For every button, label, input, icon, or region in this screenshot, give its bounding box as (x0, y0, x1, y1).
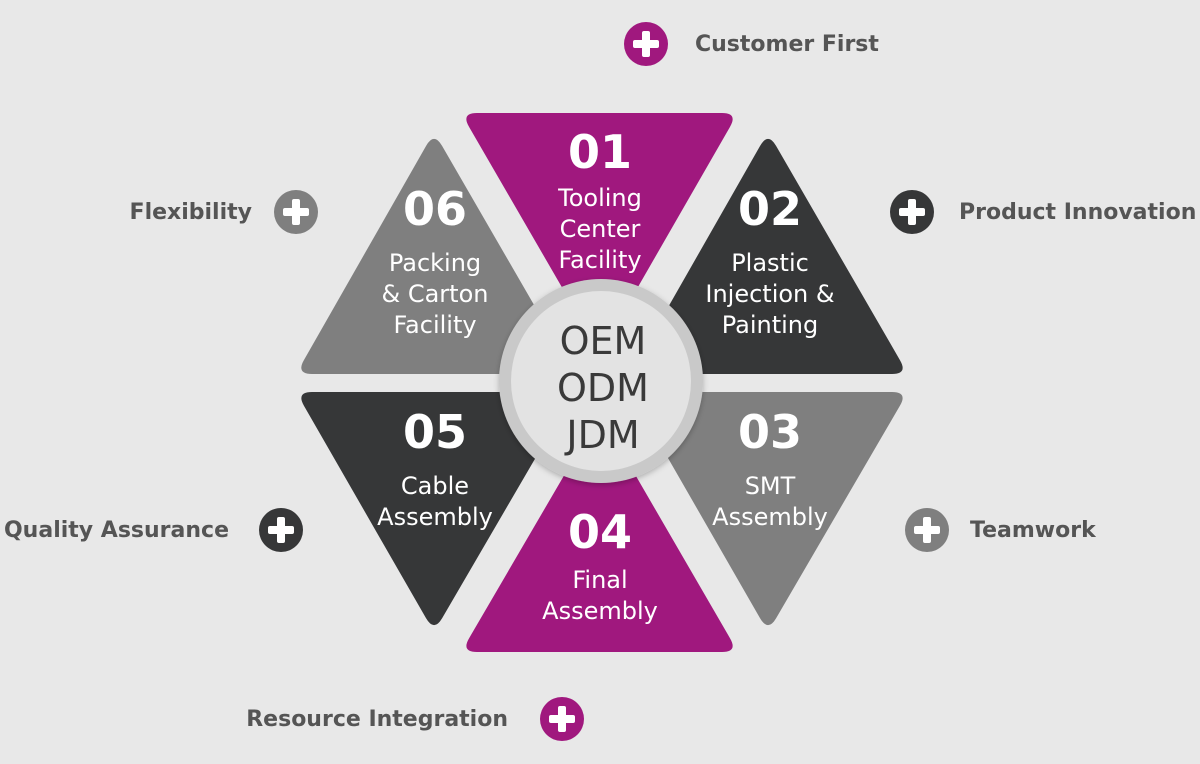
segment-triangle (635, 138, 903, 374)
value-product-innovation: Product Innovation (890, 189, 1196, 235)
value-quality-assurance: Quality Assurance (4, 507, 303, 553)
value-flexibility: Flexibility (130, 189, 318, 235)
plus-circle-icon (905, 508, 949, 552)
value-resource-integration: Resource Integration (246, 696, 584, 742)
center-disc (511, 291, 691, 471)
value-label: Product Innovation (959, 199, 1197, 225)
plus-circle-icon (274, 190, 318, 234)
segment-label-line: Cable (401, 472, 469, 500)
segment-triangle (466, 420, 733, 652)
center-hub (499, 279, 703, 483)
plus-circle-icon (540, 697, 584, 741)
center-line-odm: ODM (557, 366, 649, 410)
center-line-jdm: JDM (564, 413, 639, 457)
plus-circle-icon (624, 22, 668, 66)
segment-triangle (635, 392, 903, 626)
segment-number: 04 (568, 505, 632, 559)
segment-label-line: Painting (722, 311, 819, 339)
value-label: Customer First (695, 31, 879, 57)
segment-triangle (301, 392, 569, 626)
plus-circle-icon (259, 508, 303, 552)
segment-label-line: Final (572, 566, 627, 594)
segment-label-line: Facility (393, 311, 476, 339)
value-label: Teamwork (970, 517, 1096, 543)
segment-number: 02 (738, 182, 802, 236)
segment-label-line: Assembly (712, 503, 828, 531)
value-teamwork: Teamwork (905, 507, 1096, 553)
segment-label-line: Assembly (377, 503, 493, 531)
segment-number: 05 (403, 405, 467, 459)
segment-label-line: Assembly (542, 597, 658, 625)
segment-label-line: SMT (745, 472, 796, 500)
center-line-oem: OEM (560, 319, 647, 363)
segment-label-line: & Carton (382, 280, 489, 308)
value-label: Quality Assurance (3, 517, 229, 543)
segment-label-line: Facility (558, 246, 641, 274)
segment-label-line: Center (560, 215, 641, 243)
value-label: Resource Integration (246, 706, 508, 732)
segment-label-line: Plastic (731, 249, 809, 277)
segment-number: 03 (738, 405, 802, 459)
segments: 01ToolingCenterFacility02PlasticInjectio… (301, 113, 903, 652)
plus-circle-icon (890, 190, 934, 234)
value-customer-first: Customer First (624, 21, 879, 67)
segment-triangle (301, 138, 569, 374)
segment-triangle (466, 113, 733, 347)
value-label: Flexibility (129, 199, 252, 225)
segment-number: 01 (568, 125, 632, 179)
segment-label-line: Packing (389, 249, 481, 277)
segment-label-line: Tooling (557, 184, 642, 212)
segment-label-line: Injection & (705, 280, 834, 308)
segment-number: 06 (403, 182, 467, 236)
